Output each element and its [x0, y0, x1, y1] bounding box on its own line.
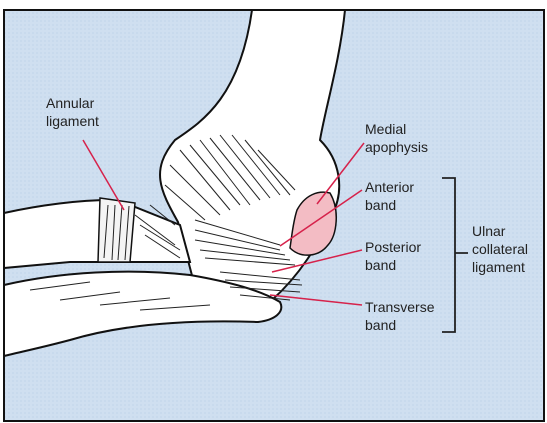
- annular-ligament-band: [98, 198, 135, 262]
